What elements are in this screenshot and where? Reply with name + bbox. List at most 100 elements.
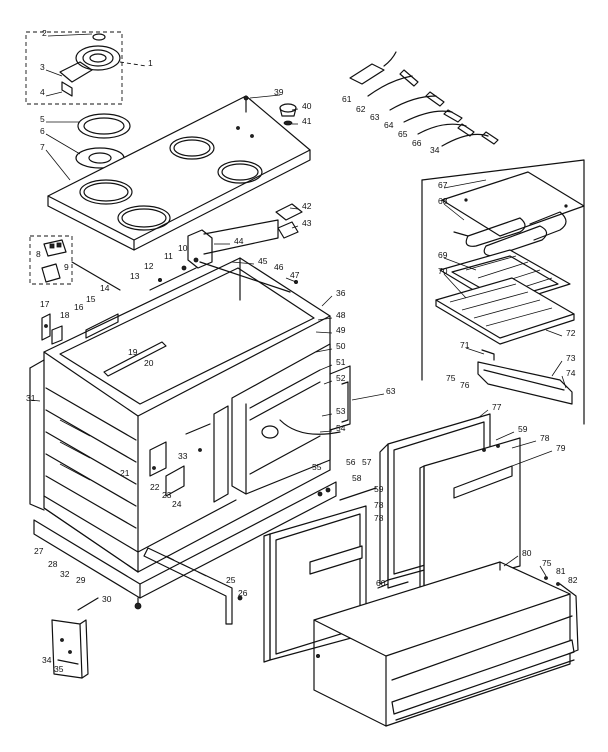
callout-c5: 5 bbox=[40, 114, 45, 124]
callout-c32: 32 bbox=[60, 569, 70, 579]
callout-c34b: 34 bbox=[430, 145, 440, 155]
range-cabinet-body bbox=[29, 203, 337, 599]
callout-c44: 44 bbox=[234, 236, 244, 246]
callout-c43: 43 bbox=[302, 218, 312, 228]
callout-c82: 82 bbox=[568, 575, 578, 585]
callout-c51: 51 bbox=[336, 357, 346, 367]
broiler-pan-grid bbox=[435, 277, 575, 345]
callout-c60: 60 bbox=[376, 578, 386, 588]
callout-c63b: 63 bbox=[386, 386, 396, 396]
callout-c25: 25 bbox=[226, 575, 236, 585]
callout-c16: 16 bbox=[74, 302, 84, 312]
oven-bottom-panel bbox=[441, 171, 585, 237]
callout-c53: 53 bbox=[336, 406, 346, 416]
callout-c30a: 30 bbox=[102, 594, 112, 604]
callout-c6: 6 bbox=[40, 126, 45, 136]
callout-c3: 3 bbox=[40, 62, 45, 72]
callout-c36: 36 bbox=[336, 288, 346, 298]
callout-c18: 18 bbox=[60, 310, 70, 320]
callout-c1: 1 bbox=[148, 58, 153, 68]
callout-c81: 81 bbox=[556, 566, 566, 576]
callout-c8: 8 bbox=[36, 249, 41, 259]
terminal-block-brackets bbox=[29, 235, 121, 291]
callout-c72: 72 bbox=[566, 328, 576, 338]
callout-c9: 9 bbox=[64, 262, 69, 272]
callout-c23: 23 bbox=[162, 490, 172, 500]
callout-c70: 70 bbox=[438, 266, 448, 276]
callout-c78c: 78 bbox=[540, 433, 550, 443]
callout-c42: 42 bbox=[302, 201, 312, 211]
callout-c17: 17 bbox=[40, 299, 50, 309]
callout-c47: 47 bbox=[290, 270, 300, 280]
leader-lines bbox=[29, 33, 567, 577]
callout-c59b: 59 bbox=[518, 424, 528, 434]
callout-c33: 33 bbox=[178, 451, 188, 461]
callout-c59a: 59 bbox=[374, 484, 384, 494]
storage-drawer bbox=[313, 561, 579, 727]
part-number-callouts: 2134567891011121314151617181920212223242… bbox=[26, 28, 578, 674]
callout-c79: 79 bbox=[556, 443, 566, 453]
callout-c56: 56 bbox=[346, 457, 356, 467]
callout-c21: 21 bbox=[120, 468, 130, 478]
oven-rack-guide bbox=[477, 349, 573, 405]
callout-c68: 68 bbox=[438, 196, 448, 206]
callout-c80: 80 bbox=[522, 548, 532, 558]
callout-c45: 45 bbox=[258, 256, 268, 266]
callout-c49: 49 bbox=[336, 325, 346, 335]
callout-c12: 12 bbox=[144, 261, 154, 271]
callout-c74: 74 bbox=[566, 368, 576, 378]
callout-c48: 48 bbox=[336, 310, 346, 320]
callout-c7: 7 bbox=[40, 142, 45, 152]
callout-c71: 71 bbox=[460, 340, 470, 350]
callout-c77: 77 bbox=[492, 402, 502, 412]
callout-c24: 24 bbox=[172, 499, 182, 509]
bottom-front-rail bbox=[143, 547, 243, 625]
callout-c52: 52 bbox=[336, 373, 346, 383]
callout-c26: 26 bbox=[238, 588, 248, 598]
callout-c31: 31 bbox=[26, 393, 36, 403]
callout-c40: 40 bbox=[302, 101, 312, 111]
callout-c62: 62 bbox=[356, 104, 366, 114]
surface-element-assembly bbox=[25, 31, 147, 105]
callout-c19: 19 bbox=[128, 347, 138, 357]
callout-c69: 69 bbox=[438, 250, 448, 260]
callout-c76: 76 bbox=[460, 380, 470, 390]
callout-c46: 46 bbox=[274, 262, 284, 272]
callout-c13: 13 bbox=[130, 271, 140, 281]
oven-components-enclosure bbox=[421, 159, 585, 425]
broil-element bbox=[453, 211, 567, 257]
callout-c22: 22 bbox=[150, 482, 160, 492]
callout-c75b: 75 bbox=[542, 558, 552, 568]
callout-c15: 15 bbox=[86, 294, 96, 304]
callout-c39a: 39 bbox=[274, 87, 284, 97]
callout-c2: 2 bbox=[42, 28, 47, 38]
callout-c78a: 78 bbox=[374, 500, 384, 510]
callout-c63a: 63 bbox=[370, 112, 380, 122]
leveling-leg bbox=[134, 597, 142, 610]
callout-c10: 10 bbox=[178, 243, 188, 253]
oven-element-brackets bbox=[149, 405, 229, 503]
callout-c57: 57 bbox=[362, 457, 372, 467]
callout-c28: 28 bbox=[48, 559, 58, 569]
callout-c41: 41 bbox=[302, 116, 312, 126]
anti-tip-bracket bbox=[51, 597, 99, 679]
callout-c55: 55 bbox=[312, 462, 322, 472]
callout-c4: 4 bbox=[40, 87, 45, 97]
wire-harness-leads bbox=[349, 51, 499, 147]
drip-ring bbox=[77, 113, 131, 139]
callout-c14: 14 bbox=[100, 283, 110, 293]
oven-rear-panel bbox=[231, 343, 351, 495]
callout-c65: 65 bbox=[398, 129, 408, 139]
callout-c58: 58 bbox=[352, 473, 362, 483]
callout-c75a: 75 bbox=[446, 373, 456, 383]
callout-c54: 54 bbox=[336, 423, 346, 433]
callout-c29: 29 bbox=[76, 575, 86, 585]
callout-c78b: 78 bbox=[374, 513, 384, 523]
callout-c66: 66 bbox=[412, 138, 422, 148]
callout-c73: 73 bbox=[566, 353, 576, 363]
callout-c50: 50 bbox=[336, 341, 346, 351]
callout-c67: 67 bbox=[438, 180, 448, 190]
callout-c27: 27 bbox=[34, 546, 44, 556]
callout-c11: 11 bbox=[164, 251, 173, 261]
